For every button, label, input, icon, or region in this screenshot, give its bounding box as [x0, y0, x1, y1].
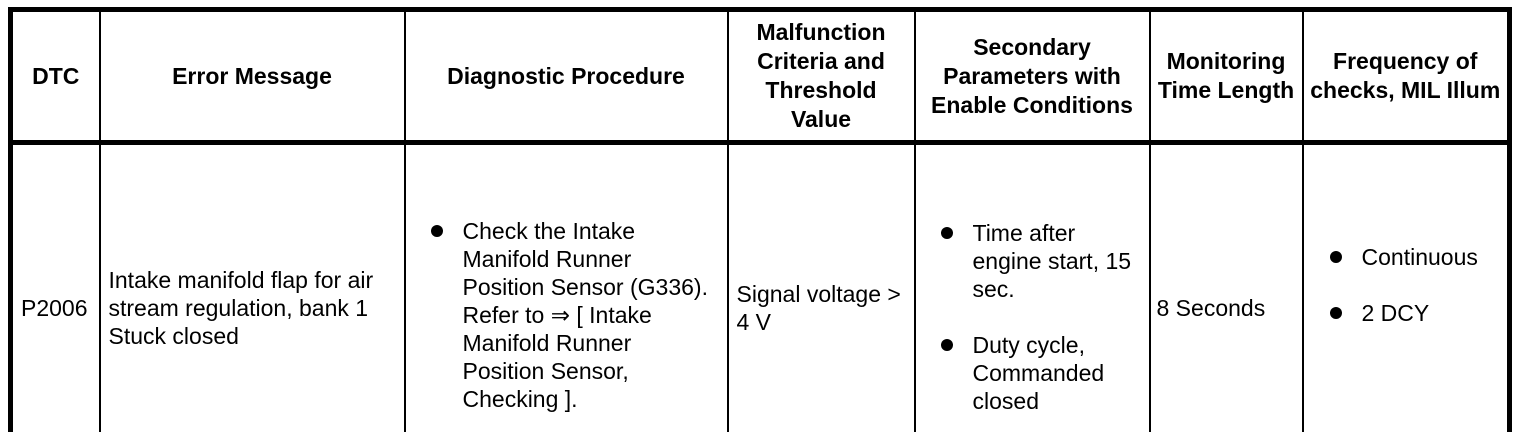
column-header-secondary-parameters: Secondary Parameters with Enable Conditi…: [913, 8, 1151, 145]
bullet-icon: [940, 338, 953, 351]
list-item: Time after engine start, 15 sec.: [940, 219, 1145, 303]
dtc-table: DTC Error Message Diagnostic Procedure M…: [8, 7, 1512, 432]
column-header-diagnostic-procedure: Diagnostic Procedure: [403, 8, 729, 145]
cell-monitoring-time: 8 Seconds: [1148, 141, 1304, 432]
list-item-text: Duty cycle, Commanded closed: [972, 331, 1105, 414]
table-row: P2006 Intake manifold flap for air strea…: [9, 141, 1511, 432]
bullet-icon: [940, 226, 953, 239]
list-item-text: 2 DCY: [1361, 300, 1430, 326]
bullet-icon: [1329, 307, 1342, 319]
column-header-monitoring-time: Monitoring Time Length: [1148, 8, 1304, 145]
list-item-text: Continuous: [1361, 244, 1478, 270]
column-header-malfunction-criteria: Malfunction Criteria and Threshold Value: [726, 8, 916, 145]
list-item-text: Time after engine start, 15 sec.: [972, 219, 1132, 302]
header-row: DTC Error Message Diagnostic Procedure M…: [9, 8, 1511, 145]
cell-dtc: P2006: [9, 141, 101, 432]
column-header-dtc: DTC: [9, 8, 101, 145]
cell-malfunction-criteria: Signal voltage > 4 V: [726, 141, 916, 432]
list-item-text: Check the Intake Manifold Runner Positio…: [462, 217, 708, 412]
bullet-icon: [1329, 251, 1342, 263]
cell-diagnostic-procedure: Check the Intake Manifold Runner Positio…: [403, 141, 729, 432]
column-header-error-message: Error Message: [98, 8, 406, 145]
list-item: 2 DCY: [1329, 299, 1507, 327]
bullet-icon: [430, 224, 443, 237]
list-item: Duty cycle, Commanded closed: [940, 331, 1145, 415]
cell-secondary-parameters: Time after engine start, 15 sec. Duty cy…: [913, 141, 1151, 432]
cell-error-message: Intake manifold flap for air stream regu…: [98, 141, 406, 432]
list-item: Continuous: [1329, 243, 1507, 271]
cell-frequency-of-checks: Continuous 2 DCY: [1301, 141, 1511, 432]
list-item: Check the Intake Manifold Runner Positio…: [430, 217, 713, 413]
column-header-frequency-of-checks: Frequency of checks, MIL Illum: [1301, 8, 1511, 145]
